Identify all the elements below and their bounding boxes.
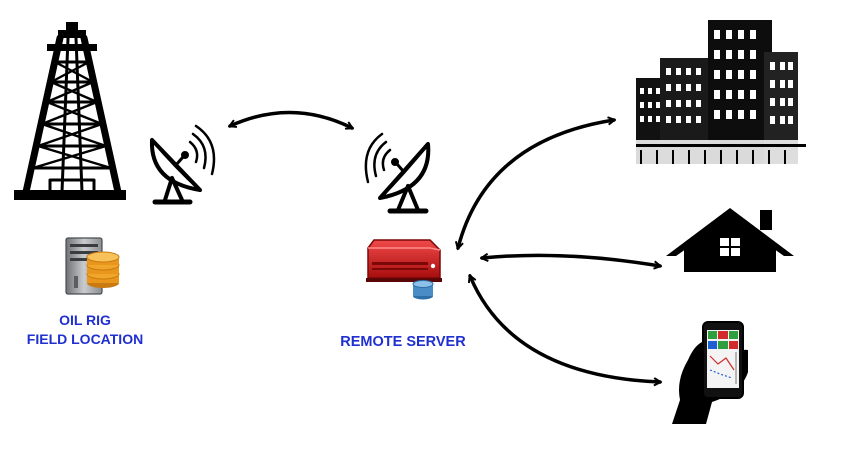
connection-arrows <box>230 110 660 382</box>
oil-rig-label-line1: OIL RIG <box>59 312 111 328</box>
remote-server-label: REMOTE SERVER <box>340 334 466 350</box>
office-building-icon <box>630 20 806 164</box>
database-server-icon <box>65 237 120 295</box>
arrow-server-to-buildings <box>458 120 614 248</box>
oil-rig-label-line2: FIELD LOCATION <box>26 331 144 347</box>
arrow-server-to-phone <box>470 276 660 382</box>
arrow-server-to-house <box>482 255 660 266</box>
satellite-dish-icon <box>364 132 431 214</box>
house-icon <box>666 208 794 272</box>
arrow-rig-to-server-link <box>230 110 352 130</box>
oil-rig-label: OIL RIG FIELD LOCATION <box>10 311 160 349</box>
red-server-icon <box>366 239 442 300</box>
satellite-dish-icon <box>149 124 216 205</box>
oil-derrick-icon <box>14 22 126 200</box>
smartphone-in-hand-icon <box>672 321 748 424</box>
